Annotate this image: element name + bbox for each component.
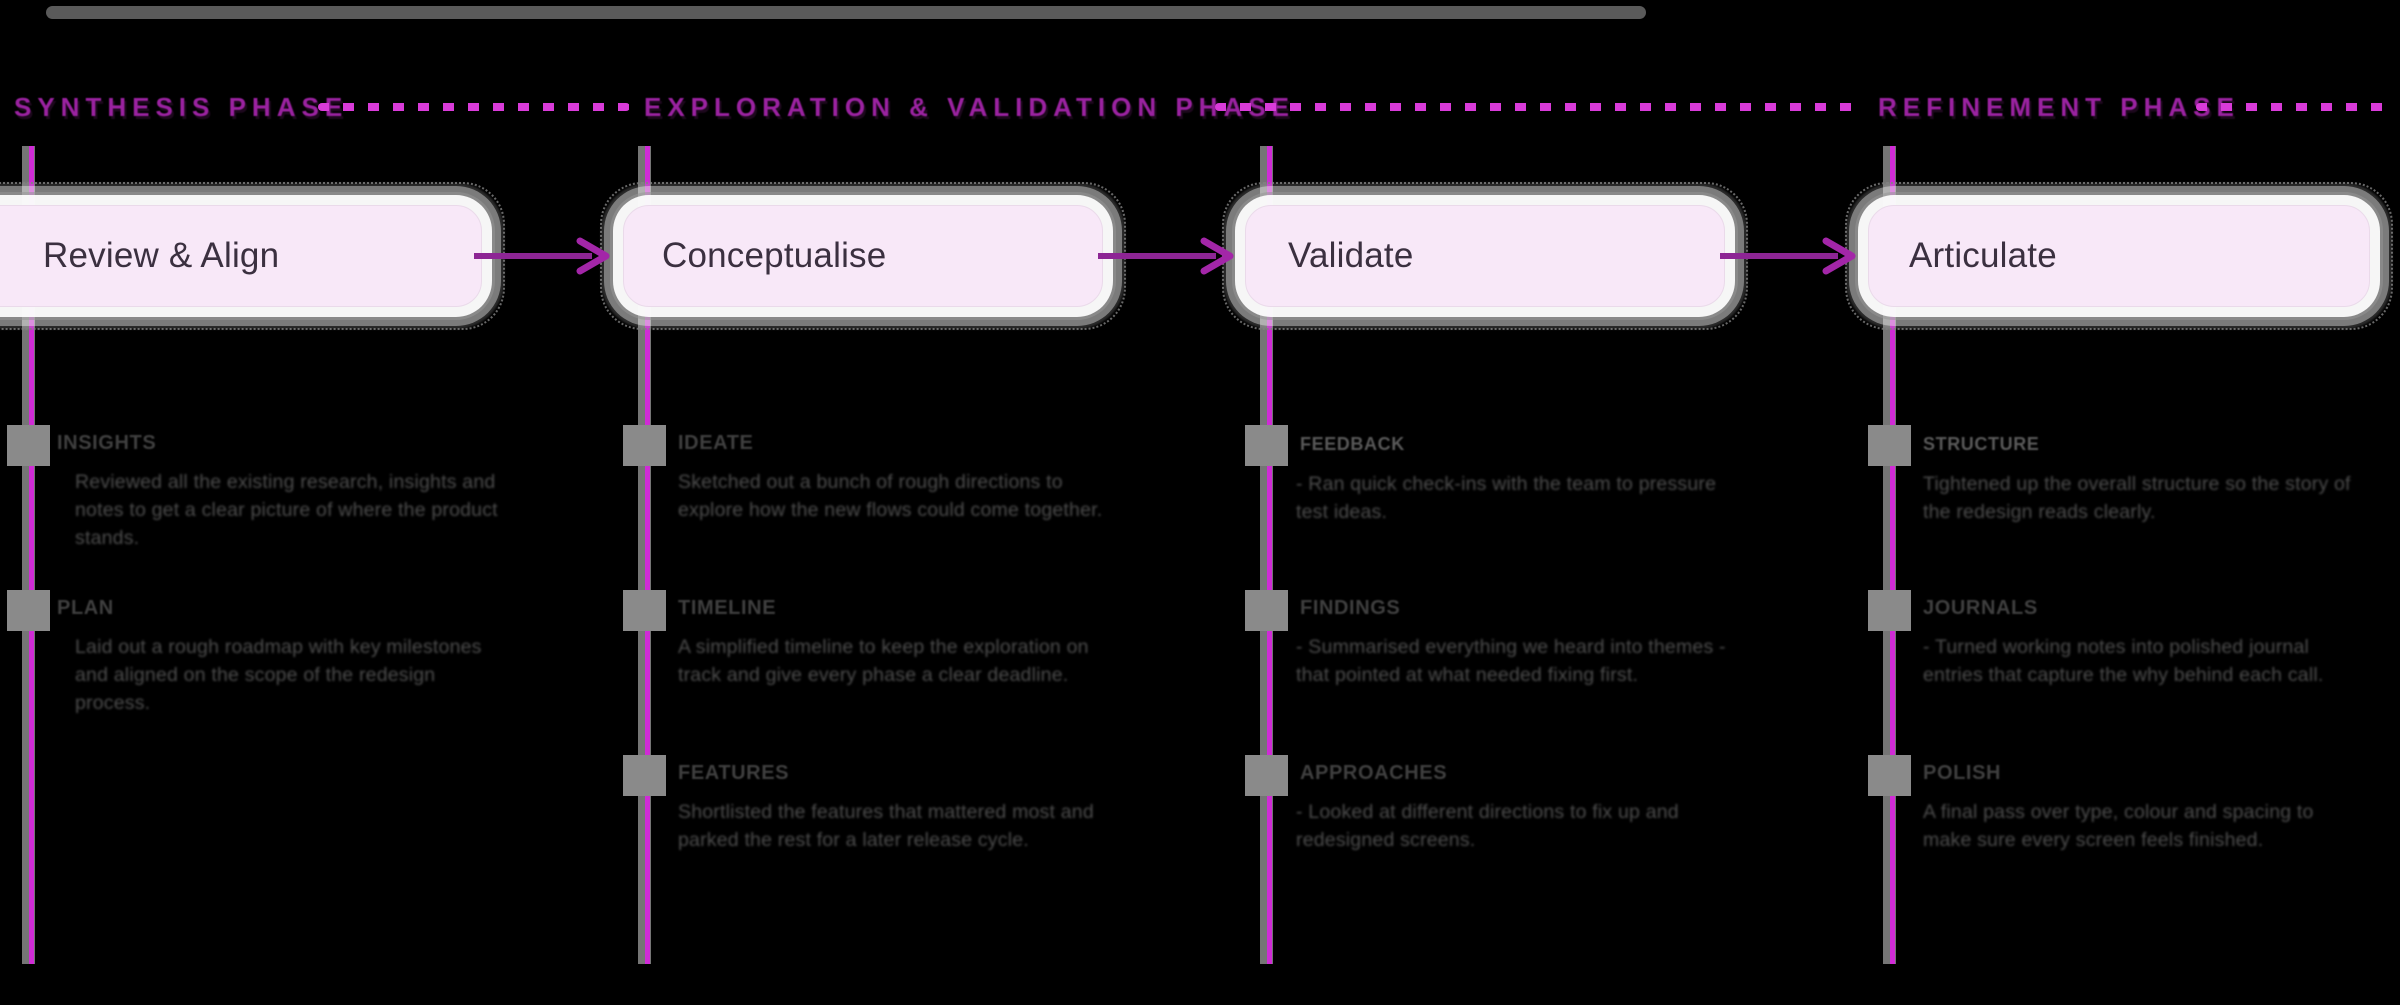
- section-heading: APPROACHES: [1300, 762, 1448, 784]
- top-artifact-bar: [46, 6, 1646, 19]
- section-body: - Ran quick check-ins with the team to p…: [1296, 473, 1717, 523]
- section-body: Tightened up the overall structure so th…: [1923, 473, 2351, 523]
- step-box-conceptualise: Conceptualise: [600, 182, 1126, 330]
- section-body: Shortlisted the features that mattered m…: [678, 801, 1094, 851]
- section-body: Sketched out a bunch of rough directions…: [678, 471, 1103, 521]
- step-box-articulate: Articulate: [1845, 182, 2393, 330]
- step-title: Conceptualise: [662, 236, 887, 275]
- section-heading: TIMELINE: [678, 597, 777, 619]
- section-body: A simplified timeline to keep the explor…: [678, 636, 1089, 686]
- step-title: Articulate: [1909, 236, 2057, 275]
- arrow-icon: [1098, 237, 1234, 275]
- milestone-marker: [1245, 590, 1288, 631]
- section-body: A final pass over type, colour and spaci…: [1923, 801, 2314, 851]
- section-heading: PLAN: [57, 597, 114, 619]
- section-heading: STRUCTURE: [1923, 434, 2040, 454]
- milestone-marker: [623, 755, 666, 796]
- arrow-icon: [474, 237, 610, 275]
- phase-label-refinement: REFINEMENT PHASE: [1878, 91, 2240, 122]
- step-box-review-align: Review & Align: [0, 182, 505, 330]
- section-heading: FEATURES: [678, 762, 790, 784]
- milestone-marker: [7, 590, 50, 631]
- step-box-validate: Validate: [1222, 182, 1748, 330]
- section-heading: FEEDBACK: [1300, 434, 1405, 454]
- timeline-line-2: [645, 146, 650, 964]
- section-heading: JOURNALS: [1923, 597, 2038, 619]
- phase-label-synthesis: SYNTHESIS PHASE: [14, 91, 349, 122]
- section-heading: POLISH: [1923, 762, 2002, 784]
- step-title: Validate: [1288, 236, 1414, 275]
- milestone-marker: [623, 425, 666, 466]
- phase-dotted-line: [1215, 103, 1863, 111]
- section-heading: INSIGHTS: [57, 432, 157, 454]
- section-heading: IDEATE: [678, 432, 754, 454]
- milestone-marker: [1868, 425, 1911, 466]
- timeline-line-1: [29, 146, 34, 964]
- section-body: - Looked at different directions to fix …: [1296, 801, 1679, 851]
- phase-dotted-line: [318, 103, 630, 111]
- milestone-marker: [1245, 755, 1288, 796]
- phase-label-exploration: EXPLORATION & VALIDATION PHASE: [644, 91, 1295, 122]
- section-body: Laid out a rough roadmap with key milest…: [75, 636, 482, 714]
- section-heading: FINDINGS: [1300, 597, 1401, 619]
- phase-dotted-line: [2196, 103, 2396, 111]
- milestone-marker: [623, 590, 666, 631]
- section-body: Reviewed all the existing research, insi…: [75, 471, 498, 549]
- step-title: Review & Align: [43, 236, 280, 275]
- milestone-marker: [1868, 755, 1911, 796]
- timeline-line-4: [1890, 146, 1895, 964]
- milestone-marker: [7, 425, 50, 466]
- timeline-line-3: [1267, 146, 1272, 964]
- section-body: - Summarised everything we heard into th…: [1296, 636, 1726, 686]
- arrow-icon: [1720, 237, 1856, 275]
- section-body: - Turned working notes into polished jou…: [1923, 636, 2324, 686]
- milestone-marker: [1868, 590, 1911, 631]
- milestone-marker: [1245, 425, 1288, 466]
